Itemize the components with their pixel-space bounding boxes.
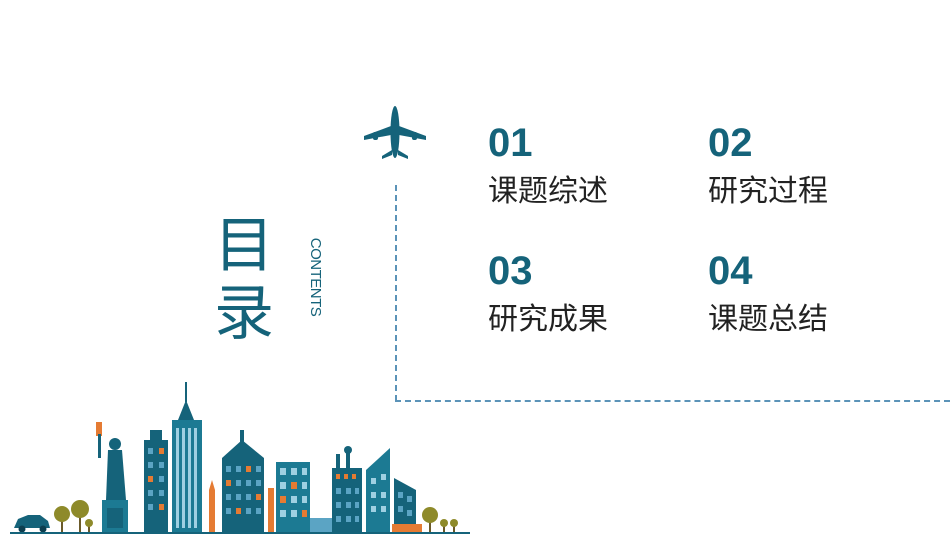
title-char-1: 目 <box>214 211 274 281</box>
building-icon <box>366 448 422 534</box>
building-icon <box>276 462 336 534</box>
dashed-vertical-line <box>395 185 397 401</box>
building-icon <box>144 430 168 534</box>
building-icon <box>332 446 362 534</box>
item-label: 研究过程 <box>708 174 828 209</box>
item-number: 04 <box>708 249 753 293</box>
contents-item-03[interactable]: 03 研究成果 <box>488 248 668 338</box>
contents-subtitle: CONTENTS <box>307 237 324 317</box>
item-label: 研究成果 <box>488 302 608 337</box>
contents-item-02[interactable]: 02 研究过程 <box>708 120 888 210</box>
item-number: 01 <box>488 121 533 165</box>
item-number: 02 <box>708 121 753 165</box>
dashed-horizontal-line <box>395 400 950 402</box>
building-icon <box>222 430 274 534</box>
contents-title: 目 录 <box>214 212 284 348</box>
airplane-icon <box>364 106 426 159</box>
item-number: 03 <box>488 249 533 293</box>
car-icon <box>14 515 50 533</box>
spire-icon <box>209 480 215 534</box>
tree-icon <box>422 507 458 534</box>
statue-of-liberty-icon <box>96 422 128 534</box>
item-label: 课题综述 <box>488 174 608 209</box>
contents-item-04[interactable]: 04 课题总结 <box>708 248 888 338</box>
city-skyline-illustration <box>10 382 470 534</box>
tree-icon <box>54 500 93 534</box>
contents-item-01[interactable]: 01 课题综述 <box>488 120 668 210</box>
title-char-2: 录 <box>214 279 274 349</box>
item-label: 课题总结 <box>708 302 828 337</box>
skyscraper-icon <box>172 382 202 534</box>
